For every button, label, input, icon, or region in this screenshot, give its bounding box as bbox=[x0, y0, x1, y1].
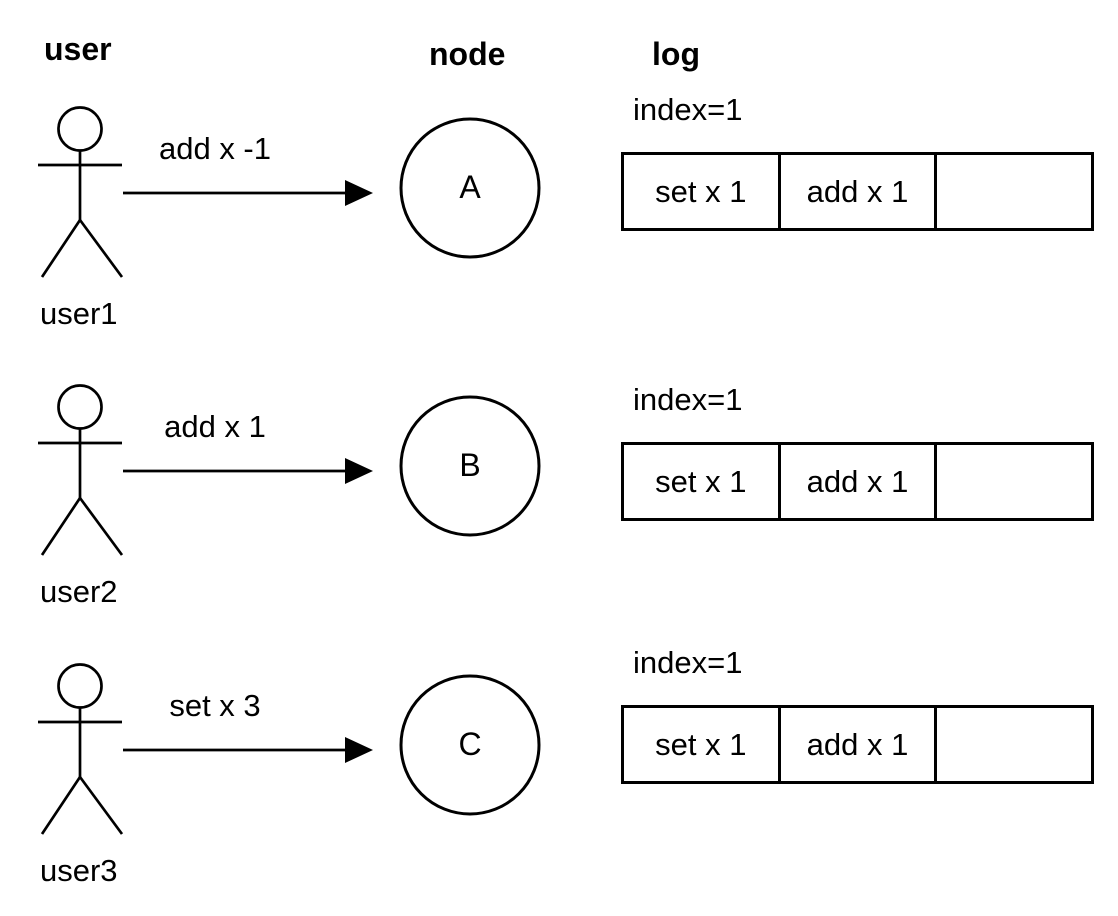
row-3-graphics bbox=[38, 663, 541, 835]
log-table: set x 1 add x 1 bbox=[621, 705, 1094, 784]
message-arrow-icon bbox=[123, 458, 373, 484]
log-cell: add x 1 bbox=[781, 445, 938, 518]
log-cell bbox=[937, 708, 1091, 781]
row-2-graphics bbox=[38, 384, 541, 556]
row-1-graphics bbox=[38, 106, 541, 278]
node-label: A bbox=[459, 169, 481, 205]
log-index-label: index=1 bbox=[633, 645, 743, 680]
command-label: add x -1 bbox=[158, 131, 271, 166]
node-circle bbox=[399, 117, 541, 259]
log-cell bbox=[937, 155, 1091, 228]
log-cell: set x 1 bbox=[624, 155, 781, 228]
log-index-label: index=1 bbox=[633, 92, 743, 127]
command-label: add x 1 bbox=[164, 409, 266, 444]
diagram-row-2: add x 1 B user2 bbox=[0, 278, 560, 609]
stick-figure-icon bbox=[38, 663, 124, 835]
user-label: user3 bbox=[40, 853, 118, 888]
log-table: set x 1 add x 1 bbox=[621, 152, 1094, 231]
message-arrow-icon bbox=[123, 737, 373, 763]
node-label: B bbox=[459, 447, 481, 483]
log-block-1: index=1 set x 1 add x 1 bbox=[0, 0, 1118, 250]
log-cell: add x 1 bbox=[781, 155, 938, 228]
node-label: C bbox=[458, 726, 482, 762]
log-cell: add x 1 bbox=[781, 708, 938, 781]
log-cell: set x 1 bbox=[624, 708, 781, 781]
stick-figure-icon bbox=[38, 384, 124, 556]
log-index-label: index=1 bbox=[633, 382, 743, 417]
column-header-node: node bbox=[429, 36, 506, 72]
log-block-2: index=1 set x 1 add x 1 bbox=[0, 290, 1118, 540]
log-table: set x 1 add x 1 bbox=[621, 442, 1094, 521]
node-circle bbox=[399, 674, 541, 816]
log-block-3: index=1 set x 1 add x 1 bbox=[0, 553, 1118, 803]
diagram-row-3: set x 3 C user3 bbox=[0, 557, 560, 888]
command-label: set x 3 bbox=[169, 688, 261, 723]
node-circle bbox=[399, 395, 541, 537]
log-cell bbox=[937, 445, 1091, 518]
user-label: user2 bbox=[40, 574, 118, 609]
stick-figure-icon bbox=[38, 106, 124, 278]
log-cell: set x 1 bbox=[624, 445, 781, 518]
column-header-user: user bbox=[44, 31, 112, 67]
column-header-log: log bbox=[652, 36, 700, 72]
message-arrow-icon bbox=[123, 180, 373, 206]
user-label: user1 bbox=[40, 296, 118, 331]
diagram-row-1: add x -1 A user1 bbox=[0, 0, 560, 331]
